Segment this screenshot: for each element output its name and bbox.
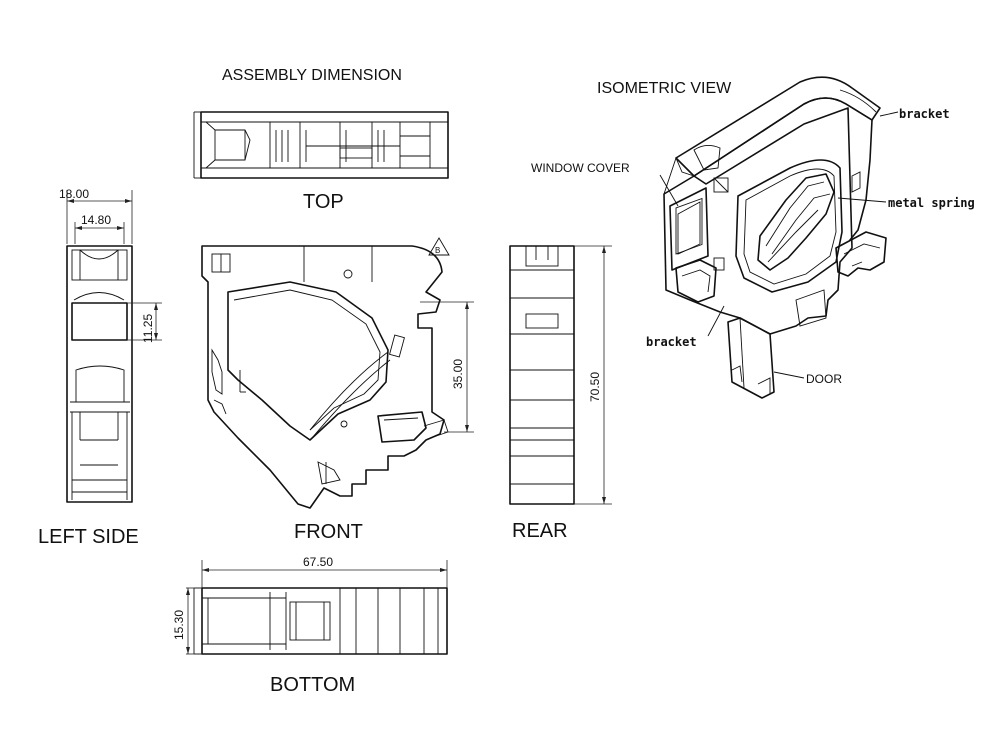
assembly-dimension-title: ASSEMBLY DIMENSION: [222, 67, 402, 84]
revision-marker: B: [435, 246, 440, 255]
callout-window-cover: WINDOW COVER: [531, 161, 630, 175]
isometric-view: [659, 76, 899, 399]
callout-bracket-bottom: bracket: [646, 335, 697, 349]
dim-14-80: 14.80: [81, 213, 111, 227]
dim-67-50: 67.50: [303, 555, 333, 569]
dim-35-00: 35.00: [451, 359, 465, 389]
callout-metal-spring: metal spring: [888, 196, 975, 210]
bottom-view: [186, 560, 448, 655]
left-side-view-label: LEFT SIDE: [38, 526, 139, 548]
top-view-label: TOP: [303, 191, 344, 213]
front-view: [201, 237, 474, 509]
rear-view-label: REAR: [512, 520, 568, 542]
isometric-view-title: ISOMETRIC VIEW: [597, 80, 732, 97]
dim-15-30: 15.30: [172, 610, 186, 640]
callout-bracket-top: bracket: [899, 107, 950, 121]
dim-70-50: 70.50: [588, 372, 602, 402]
callout-door: DOOR: [806, 372, 842, 386]
left-side-view: [66, 190, 162, 503]
dim-18-00: 18.00: [59, 187, 89, 201]
dim-11-25: 11.25: [141, 314, 155, 343]
rear-view: [509, 245, 612, 505]
bottom-view-label: BOTTOM: [270, 674, 355, 696]
top-view: [193, 111, 449, 179]
front-view-label: FRONT: [294, 521, 363, 543]
